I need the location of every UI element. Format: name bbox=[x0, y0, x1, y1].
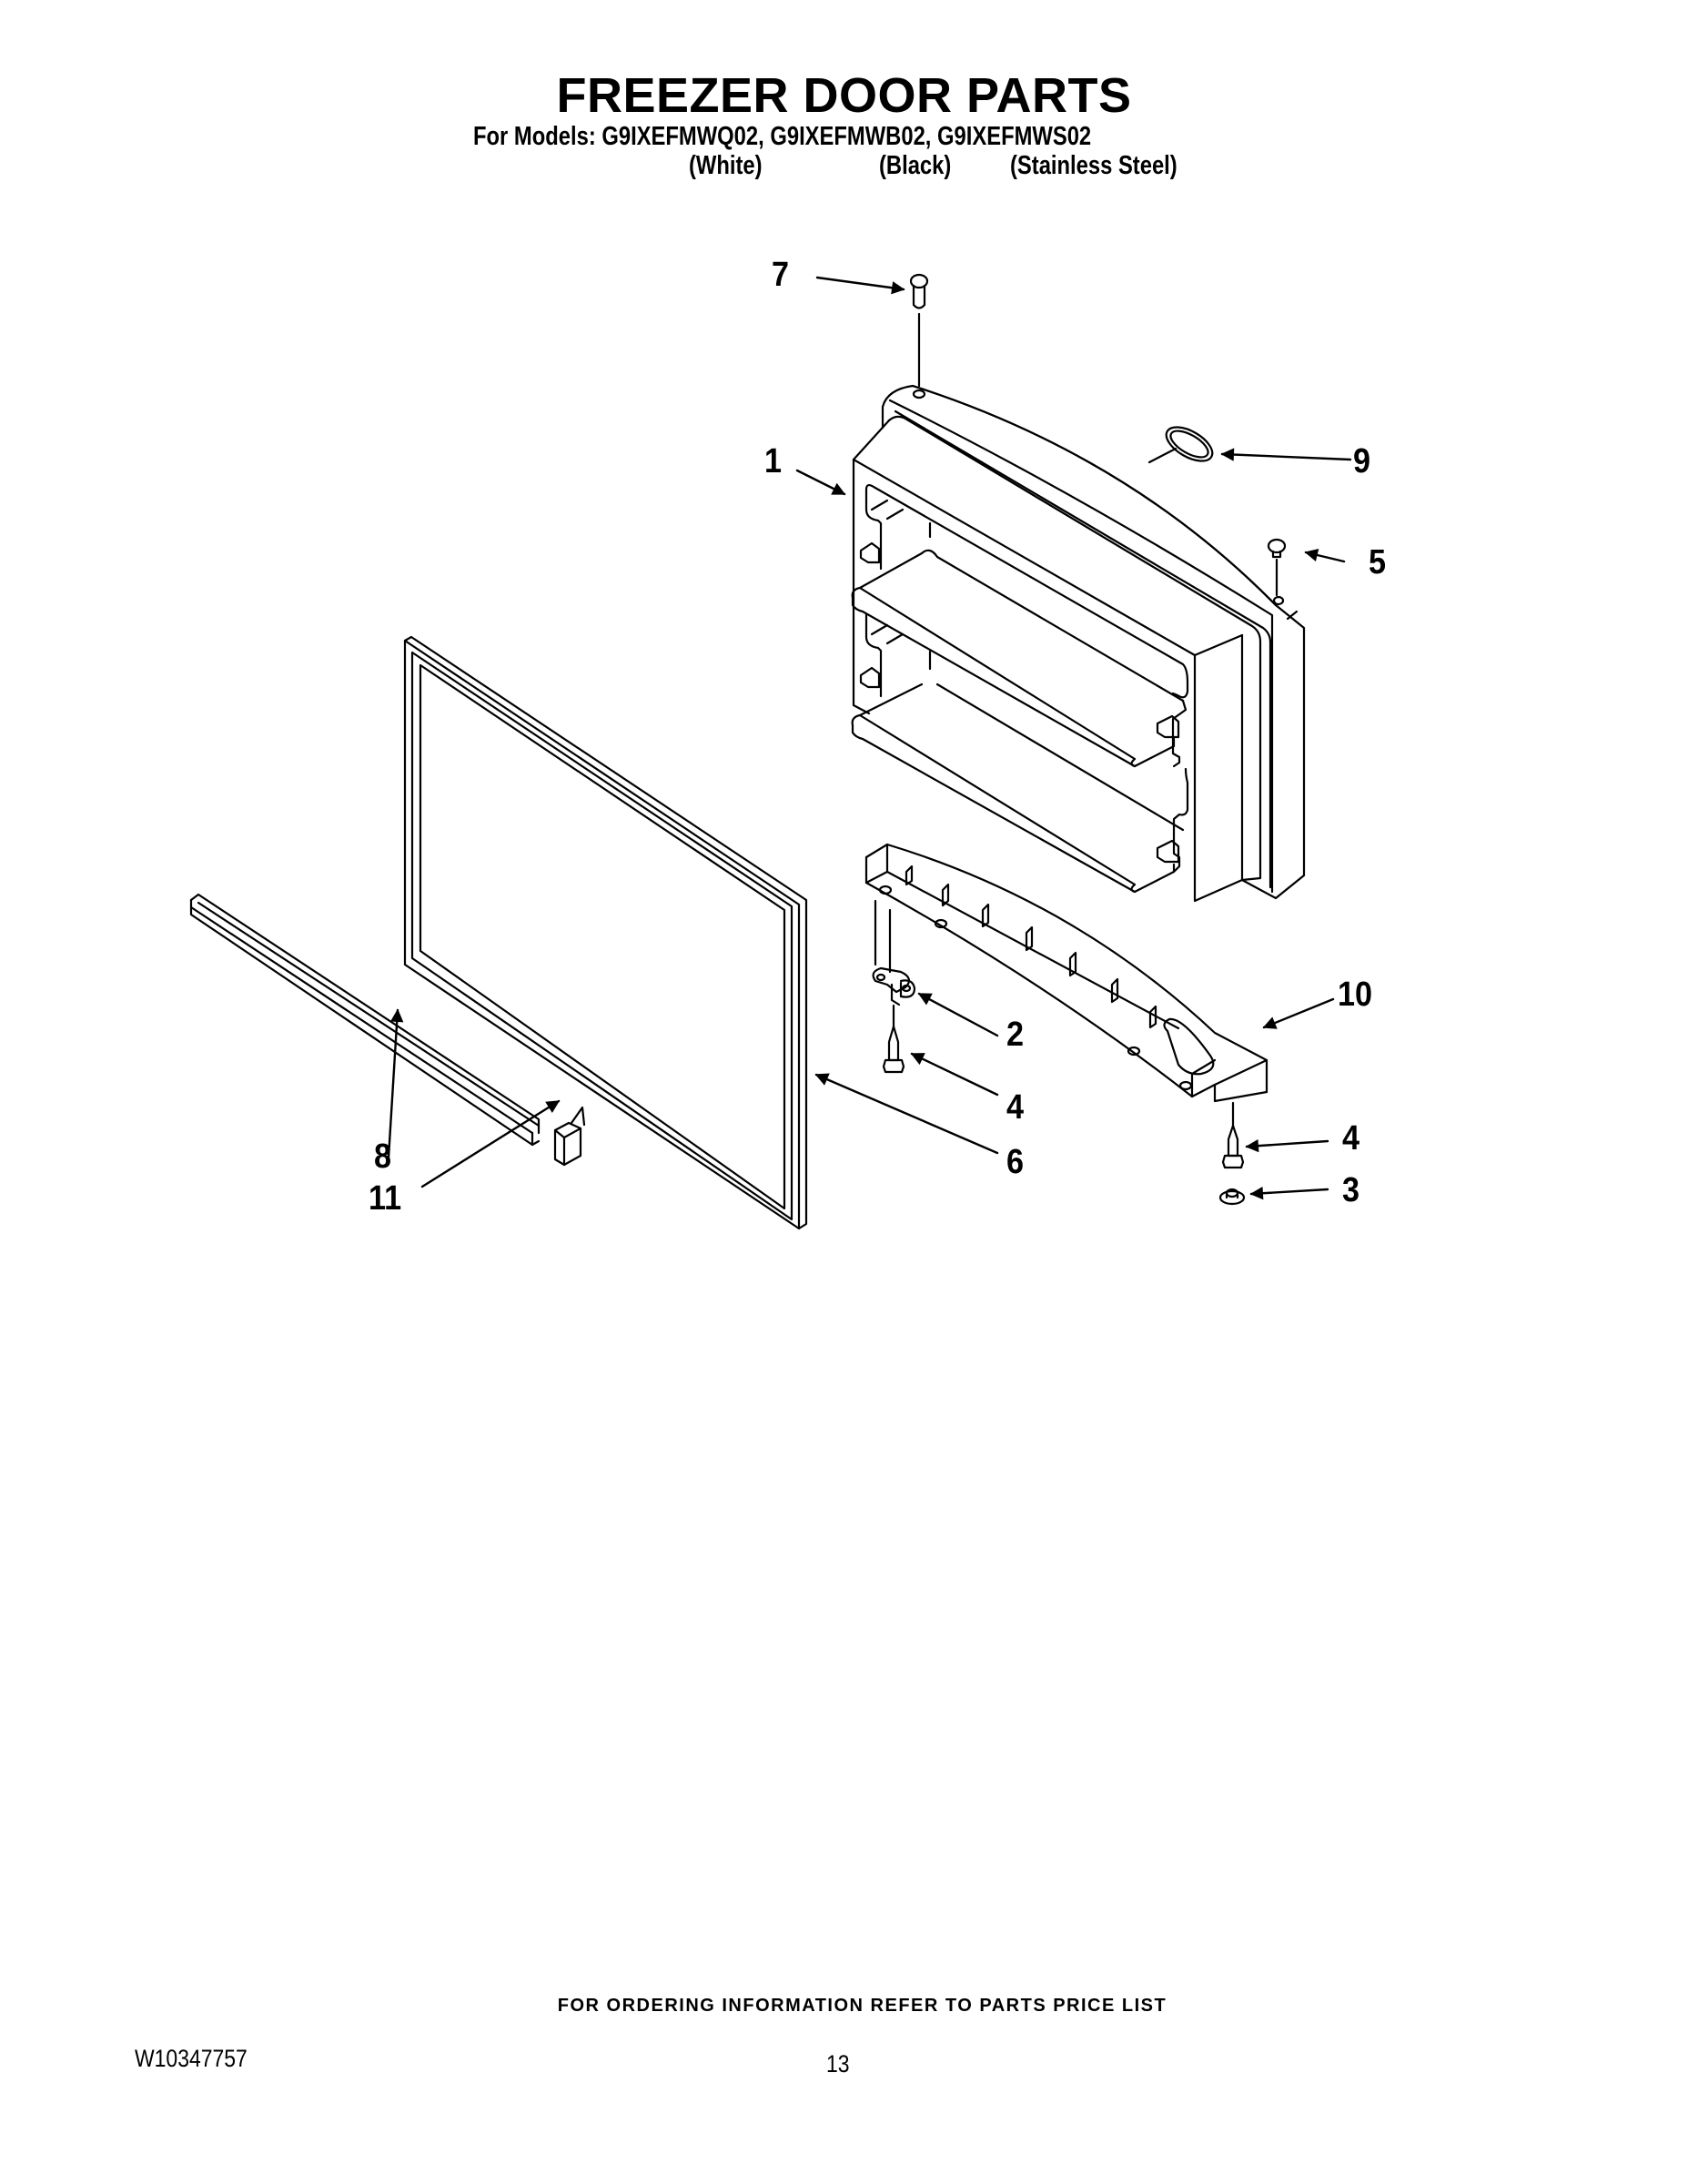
callout-9: 9 bbox=[1353, 442, 1371, 480]
callout-1: 1 bbox=[764, 442, 783, 480]
ring-part-9 bbox=[1147, 426, 1214, 464]
nut-part-3 bbox=[1218, 1188, 1246, 1206]
callout-4-left: 4 bbox=[1006, 1088, 1025, 1127]
end-cap-part-11 bbox=[553, 1106, 586, 1167]
page-title: FREEZER DOOR PARTS bbox=[556, 68, 1132, 123]
callout-4-right: 4 bbox=[1342, 1119, 1360, 1158]
hinge-pin-part-7 bbox=[909, 273, 929, 388]
door-assembly-part-1 bbox=[851, 384, 1306, 903]
callout-10: 10 bbox=[1338, 976, 1373, 1014]
trim-part-8 bbox=[189, 893, 541, 1147]
door-gasket-part-6 bbox=[403, 635, 808, 1230]
document-id: W10347757 bbox=[135, 2045, 248, 2072]
callout-5: 5 bbox=[1369, 543, 1387, 581]
model-numbers: For Models: G9IXEFMWQ02, G9IXEFMWB02, G9… bbox=[473, 122, 1092, 151]
plug-button-part-5 bbox=[1267, 538, 1287, 597]
page-number: 13 bbox=[826, 2050, 850, 2078]
callout-3: 3 bbox=[1342, 1171, 1360, 1209]
screw-part-4-right bbox=[1221, 1101, 1245, 1169]
screw-part-4-left bbox=[882, 1004, 905, 1074]
color-black: (Black) bbox=[879, 151, 952, 180]
leader-arrows bbox=[387, 276, 1352, 1200]
ordering-note: FOR ORDERING INFORMATION REFER TO PARTS … bbox=[557, 1996, 1167, 2016]
callout-8: 8 bbox=[374, 1138, 392, 1176]
handle-part-10 bbox=[864, 843, 1269, 1103]
color-stainless: (Stainless Steel) bbox=[1010, 151, 1178, 180]
callout-2: 2 bbox=[1006, 1016, 1025, 1054]
hinge-bracket-part-2 bbox=[872, 899, 916, 1006]
callout-11: 11 bbox=[369, 1179, 402, 1218]
color-white: (White) bbox=[689, 151, 763, 180]
callout-6: 6 bbox=[1006, 1143, 1025, 1181]
callout-7: 7 bbox=[772, 256, 790, 294]
